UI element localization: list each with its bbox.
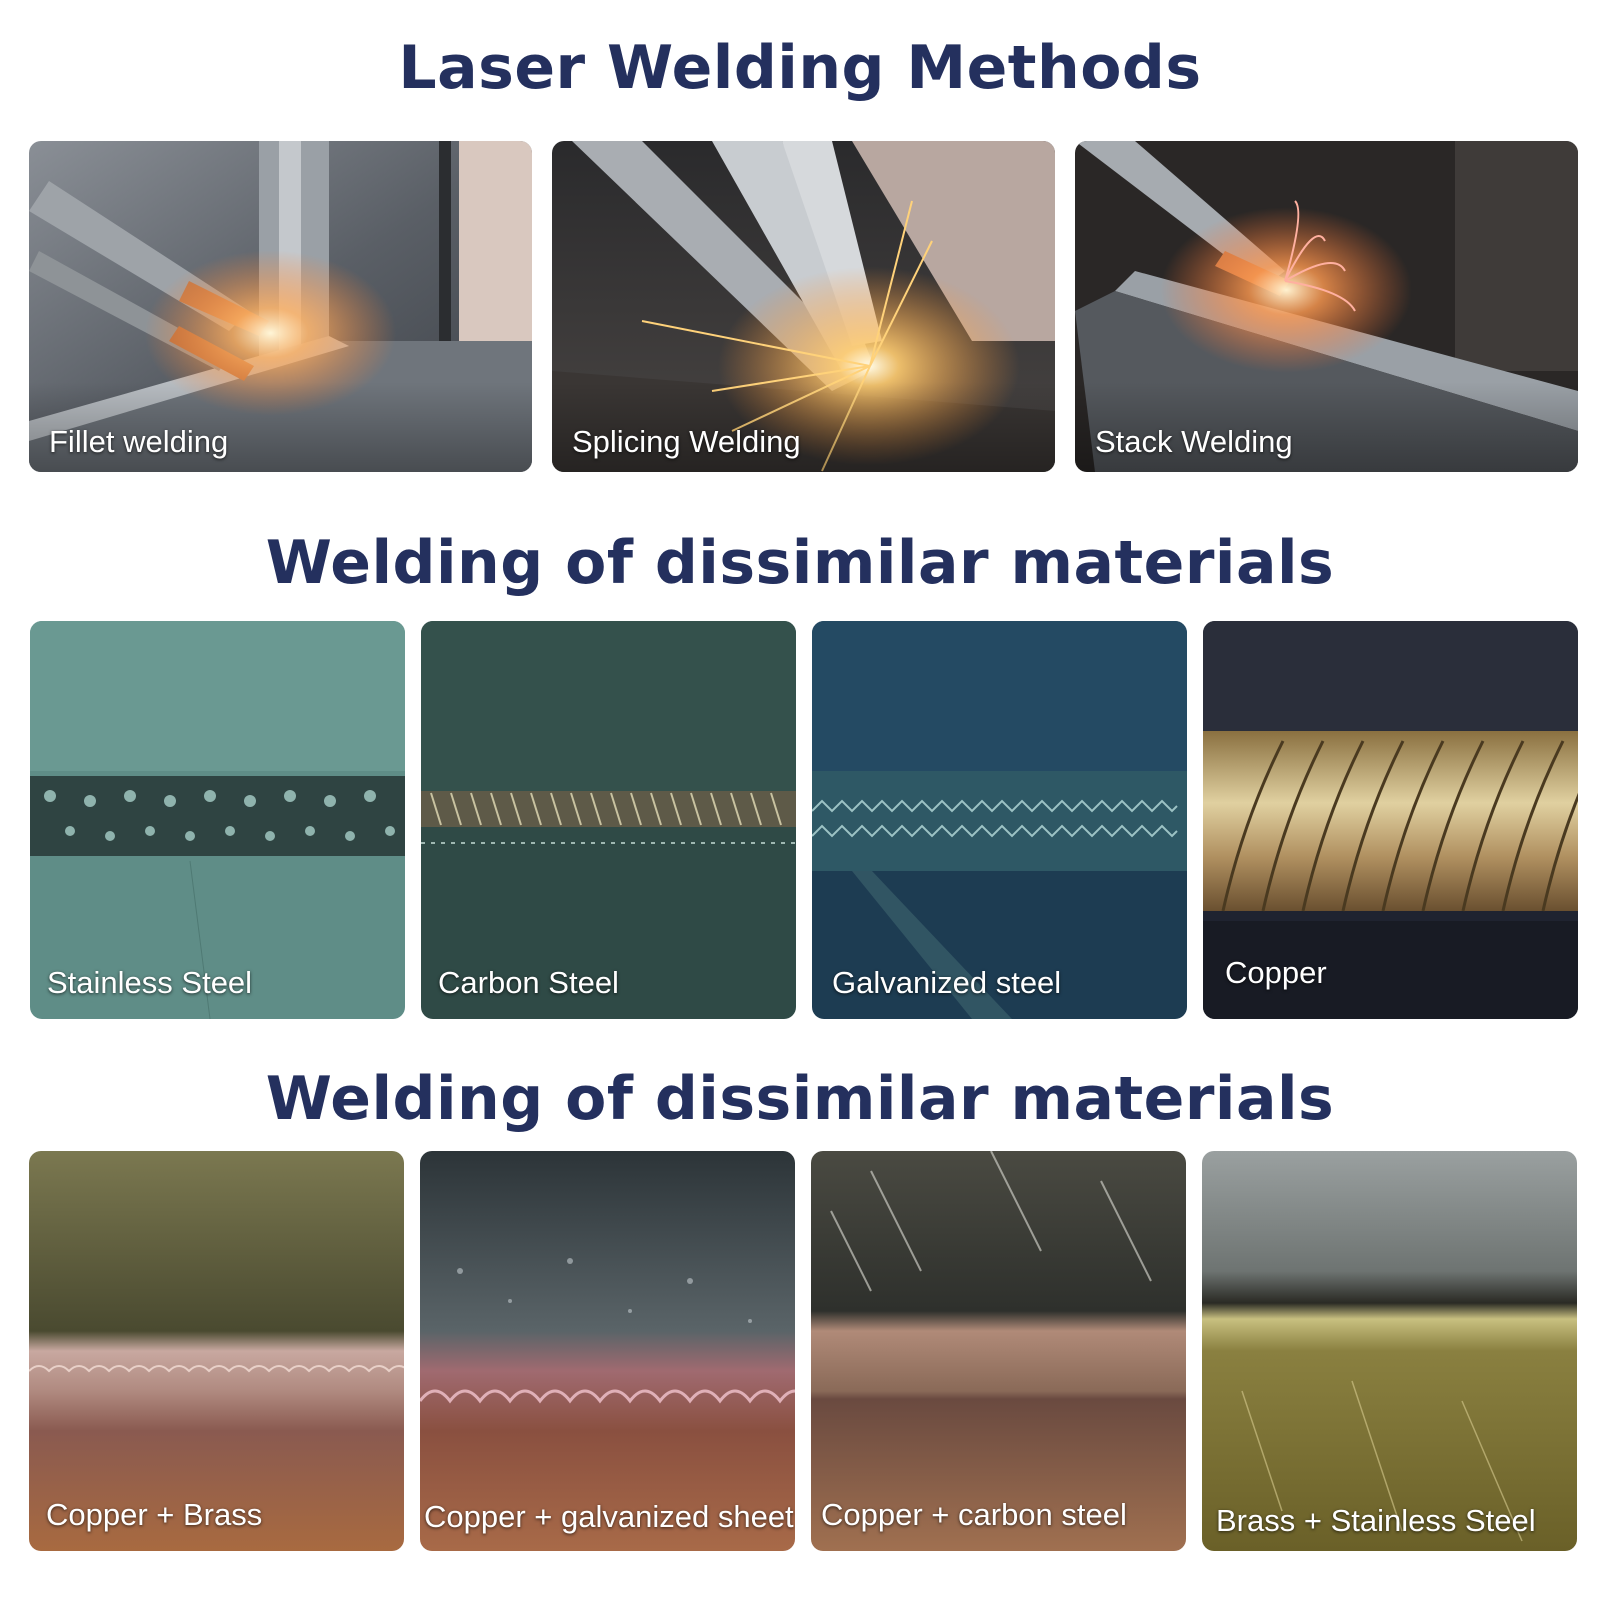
photo-splicing-welding: Splicing Welding [552,141,1055,472]
splicing-welding-image [552,141,1055,472]
photo-stack-welding: Stack Welding [1075,141,1578,472]
copper-brass-image [29,1151,404,1551]
caption-stack-welding: Stack Welding [1095,424,1293,459]
fillet-welding-image [29,141,532,472]
galvanized-steel-image [812,621,1187,1019]
photo-brass-stainless-steel: Brass + Stainless Steel [1202,1151,1577,1551]
copper-carbon-steel-image [811,1151,1186,1551]
photo-stainless-steel: Stainless Steel [30,621,405,1019]
photo-copper-carbon-steel: Copper + carbon steel [811,1151,1186,1551]
caption-brass-stainless-steel: Brass + Stainless Steel [1216,1503,1536,1538]
caption-copper-brass: Copper + Brass [46,1497,263,1532]
caption-copper-galvanized-sheet: Copper + galvanized sheet [424,1499,794,1534]
brass-stainless-steel-image [1202,1151,1577,1551]
section-title-dissimilar-materials-2: Welding of dissimilar materials [265,1064,1335,1134]
caption-fillet-welding: Fillet welding [49,424,229,459]
photo-fillet-welding: Fillet welding [29,141,532,472]
copper-image [1203,621,1578,1019]
carbon-steel-image [421,621,796,1019]
photo-copper: Copper [1203,621,1578,1019]
photo-copper-galvanized-sheet: Copper + galvanized sheet [420,1151,795,1551]
photo-copper-brass: Copper + Brass [29,1151,404,1551]
photo-galvanized-steel: Galvanized steel [812,621,1187,1019]
caption-copper: Copper [1225,955,1327,990]
copper-galvanized-sheet-image [420,1151,795,1551]
caption-galvanized-steel: Galvanized steel [832,965,1062,1000]
stack-welding-image [1075,141,1578,472]
section-title-laser-welding-methods: Laser Welding Methods [398,33,1202,103]
caption-splicing-welding: Splicing Welding [572,424,801,459]
caption-carbon-steel: Carbon Steel [438,965,619,1000]
caption-copper-carbon-steel: Copper + carbon steel [821,1497,1127,1532]
photo-carbon-steel: Carbon Steel [421,621,796,1019]
stainless-steel-image [30,621,405,1019]
section-title-dissimilar-materials-1: Welding of dissimilar materials [265,528,1335,598]
caption-stainless-steel: Stainless Steel [47,965,253,1000]
